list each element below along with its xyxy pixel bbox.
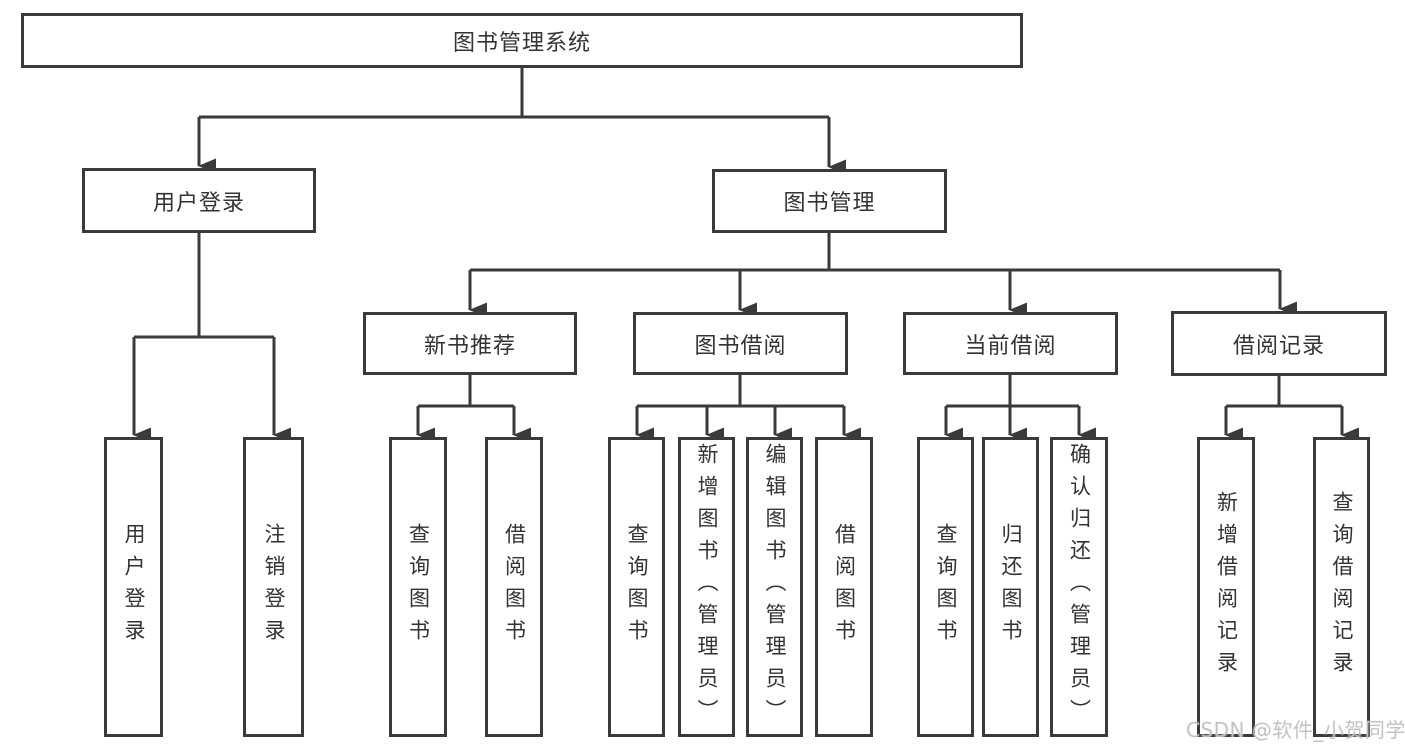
leaf-label: 查询借阅记录 xyxy=(1330,491,1354,683)
leaf-borrow-books: 借阅图书 xyxy=(815,437,873,737)
leaf-query-borrow-record: 查询借阅记录 xyxy=(1313,437,1370,737)
leaf-label: 新增图书（管理员） xyxy=(695,443,719,731)
leaf-query-books-recommend: 查询图书 xyxy=(389,437,447,737)
leaf-label: 查询图书 xyxy=(625,523,649,651)
node-label: 新书推荐 xyxy=(423,333,516,359)
node-label: 图书管理 xyxy=(783,191,876,216)
leaf-borrow-books-recommend: 借阅图书 xyxy=(485,437,543,737)
node-label: 借阅记录 xyxy=(1232,333,1325,359)
leaf-user-login: 用户登录 xyxy=(104,437,163,737)
leaf-label: 用户登录 xyxy=(122,523,146,651)
leaf-label: 借阅图书 xyxy=(502,523,527,651)
leaf-add-books-admin: 新增图书（管理员） xyxy=(678,437,735,737)
leaf-edit-books-admin: 编辑图书（管理员） xyxy=(746,437,803,737)
leaf-confirm-return-admin: 确认归还（管理员） xyxy=(1050,437,1108,737)
leaf-return-books: 归还图书 xyxy=(982,437,1039,737)
leaf-logout-login: 注销登录 xyxy=(243,437,304,737)
leaf-label: 查询图书 xyxy=(406,523,431,651)
node-label: 用户登录 xyxy=(152,190,245,216)
node-new-book-recommend: 新书推荐 xyxy=(363,312,577,375)
node-label: 图书管理系统 xyxy=(452,30,591,56)
node-label: 图书借阅 xyxy=(694,333,787,359)
leaf-label: 归还图书 xyxy=(999,523,1023,651)
node-current-borrow: 当前借阅 xyxy=(903,312,1118,375)
node-book-borrow: 图书借阅 xyxy=(633,312,848,375)
leaf-label: 注销登录 xyxy=(262,523,286,651)
node-library-management-system: 图书管理系统 xyxy=(21,13,1023,68)
node-borrow-records: 借阅记录 xyxy=(1171,311,1387,376)
leaf-label: 新增借阅记录 xyxy=(1214,491,1239,683)
leaf-label: 编辑图书（管理员） xyxy=(763,443,787,731)
leaf-query-books-current: 查询图书 xyxy=(917,437,974,737)
leaf-label: 查询图书 xyxy=(934,523,958,651)
node-book-management: 图书管理 xyxy=(712,169,947,233)
node-user-login: 用户登录 xyxy=(82,168,316,233)
csdn-watermark: CSDN @软件_小贺同学 xyxy=(1186,718,1405,742)
leaf-label: 借阅图书 xyxy=(832,523,857,651)
node-label: 当前借阅 xyxy=(964,333,1057,359)
leaf-query-books-borrow: 查询图书 xyxy=(608,437,665,737)
leaf-label: 确认归还（管理员） xyxy=(1067,443,1092,731)
leaf-add-borrow-record: 新增借阅记录 xyxy=(1197,437,1255,737)
